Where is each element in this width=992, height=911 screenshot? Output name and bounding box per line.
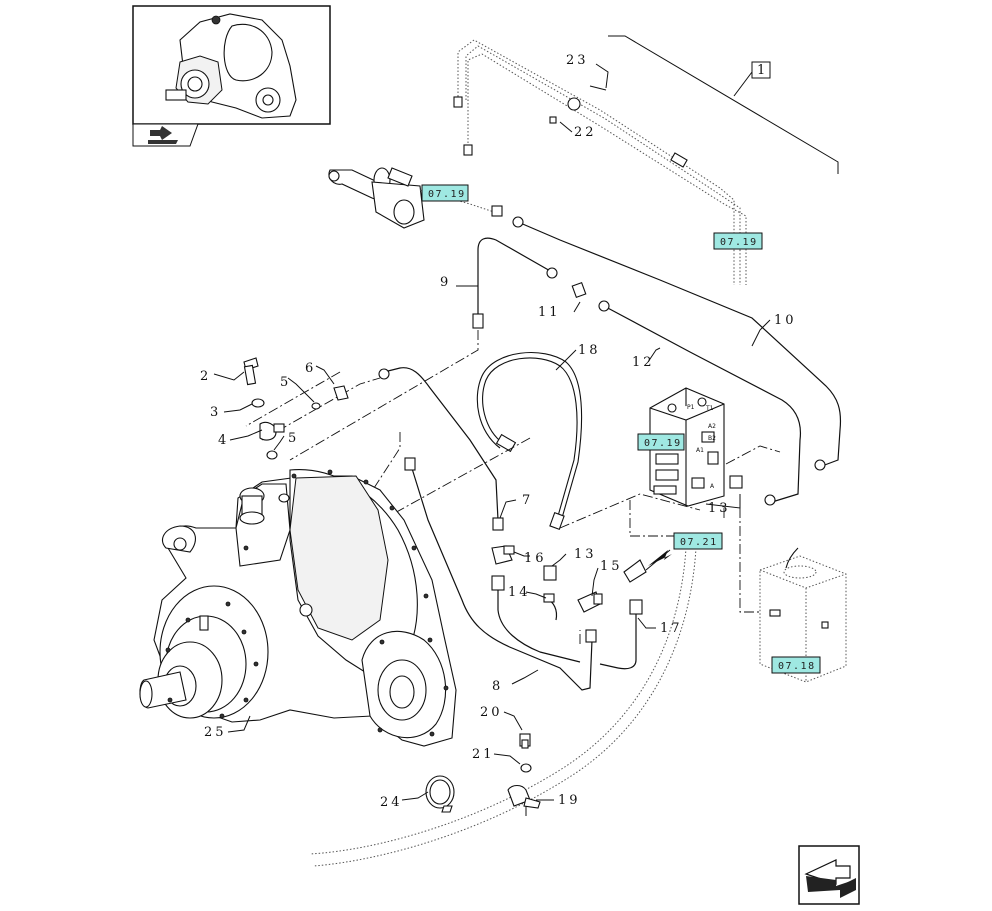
control-valve-block: P1 T1 A2 B2 A1 A [649, 387, 725, 507]
pipe-9 [472, 237, 558, 329]
pipe-10 [512, 216, 842, 471]
callout-1: 1 [757, 63, 768, 78]
callout-19: 19 [558, 793, 581, 808]
callout-17: 17 [660, 621, 683, 636]
ref-box-07-18[interactable]: 07.18 [771, 656, 821, 674]
banjo-assembly [243, 357, 349, 460]
thumbnail-nav-tab[interactable] [132, 123, 199, 147]
callout-2: 2 [200, 369, 211, 384]
steering-cylinder [328, 167, 503, 229]
callout-3: 3 [210, 405, 221, 420]
callout-12: 12 [632, 355, 655, 370]
callout-14: 14 [508, 585, 531, 600]
callout-5-upper: 5 [280, 375, 291, 390]
svg-text:07.18: 07.18 [778, 661, 816, 672]
callout-leaders [213, 63, 771, 801]
valve-port-a2: A2 [708, 423, 716, 430]
callout-13-lower: 13 [574, 547, 597, 562]
callout-22: 22 [574, 125, 597, 140]
fitting-11 [571, 281, 587, 299]
callout-23: 23 [566, 53, 589, 68]
drain-plug-assembly [425, 733, 541, 816]
fitting-13-upper [729, 475, 743, 489]
pipe-8 [378, 367, 597, 691]
callout-10: 10 [774, 313, 797, 328]
ref-box-07-19-tubes[interactable]: 07.19 [713, 232, 763, 250]
svg-text:07.21: 07.21 [680, 537, 718, 548]
pipe-12 [598, 300, 802, 506]
callout-21: 21 [472, 747, 495, 762]
valve-port-a1: A1 [696, 447, 704, 454]
svg-text:07.19: 07.19 [720, 237, 758, 248]
fill-hose [309, 547, 697, 867]
previous-page-icon[interactable] [798, 845, 860, 905]
ref-box-07-21[interactable]: 07.21 [673, 532, 723, 550]
callout-15: 15 [600, 559, 623, 574]
callout-7: 7 [522, 493, 533, 508]
hose-18 [476, 352, 583, 530]
upper-tube-set [453, 39, 747, 285]
fittings-lower [543, 559, 647, 670]
callout-20: 20 [480, 705, 503, 720]
reference-1-leader [608, 35, 839, 174]
valve-port-b2: B2 [708, 435, 716, 442]
callout-16: 16 [524, 551, 547, 566]
callout-5-lower: 5 [288, 431, 299, 446]
callout-18: 18 [578, 343, 601, 358]
transmission-housing [139, 469, 457, 747]
callout-labels: 1 2 3 4 5 5 6 7 8 9 10 11 12 13 13 14 15… [200, 53, 797, 810]
valve-port-t1: T1 [705, 405, 714, 412]
valve-port-a: A [710, 483, 715, 490]
center-lines [245, 330, 781, 644]
callout-8: 8 [492, 679, 503, 694]
callout-13-upper: 13 [708, 501, 731, 516]
callout-24: 24 [380, 795, 403, 810]
callout-25: 25 [204, 725, 227, 740]
pipe-7 [491, 545, 581, 663]
callout-11: 11 [538, 305, 561, 320]
ref-box-07-19-valve[interactable]: 07.19 [637, 433, 685, 451]
callout-9: 9 [440, 275, 451, 290]
callout-6: 6 [305, 361, 316, 376]
valve-port-p1: P1 [687, 404, 695, 411]
svg-text:07.19: 07.19 [644, 438, 682, 449]
svg-text:07.19: 07.19 [428, 189, 466, 200]
ref-box-07-19-cylinder[interactable]: 07.19 [421, 184, 469, 202]
callout-4: 4 [218, 433, 229, 448]
thumbnail-inset [132, 5, 331, 125]
